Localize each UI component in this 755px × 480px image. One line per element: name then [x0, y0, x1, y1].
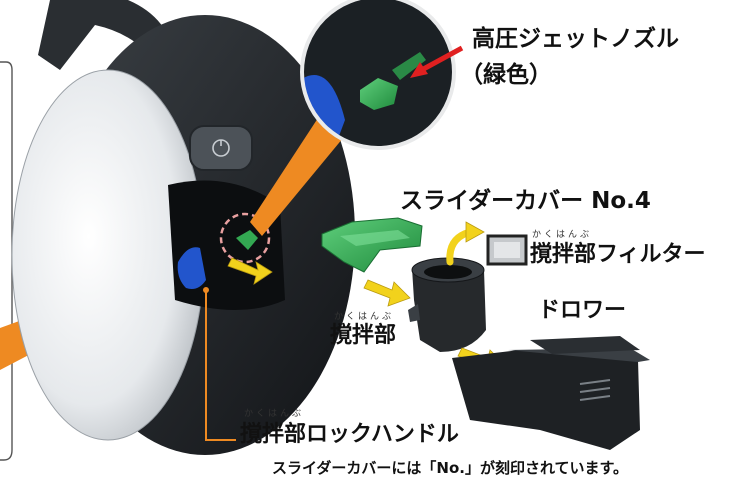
- lock-handle-ruby: かくはんぶ: [244, 409, 305, 419]
- engraving-footnote: スライダーカバーには「No.」が刻印されています。: [272, 459, 629, 477]
- magnifier-beam: [250, 118, 348, 236]
- arrow-cover-to-stirrer: [363, 279, 411, 307]
- filter-part: [486, 234, 528, 266]
- lock-handle-leader: [205, 290, 236, 441]
- nozzle-highlight-circle: [219, 212, 271, 264]
- cavity-arrow: [227, 257, 273, 285]
- filter-label: 撹拌部フィルター: [530, 242, 706, 267]
- drawer-part: [452, 336, 650, 450]
- stirrer-ruby: かくはんぶ: [334, 312, 395, 322]
- nozzle-color-label: （緑色）: [460, 62, 552, 88]
- lock-handle-blue: [177, 247, 206, 289]
- nozzle-label: 高圧ジェットノズル: [472, 26, 679, 52]
- side-panel-border: [0, 61, 13, 461]
- filter-ruby: かくはんぶ: [532, 230, 593, 240]
- slider-cover-label: スライダーカバー No.4: [400, 188, 651, 214]
- nozzle-small: [236, 230, 258, 250]
- drawer-label: ドロワー: [538, 298, 627, 323]
- stirrer-label: 撹拌部: [330, 323, 397, 348]
- lock-handle-label: 撹拌部ロックハンドル: [240, 422, 459, 447]
- stirrer-part: [408, 257, 486, 352]
- appliance-top-handle: [38, 0, 175, 70]
- nozzle-pointer-arrow: [416, 45, 464, 75]
- power-button-bezel: [189, 125, 253, 171]
- slider-cover-part: [321, 217, 423, 273]
- appliance: [11, 0, 355, 455]
